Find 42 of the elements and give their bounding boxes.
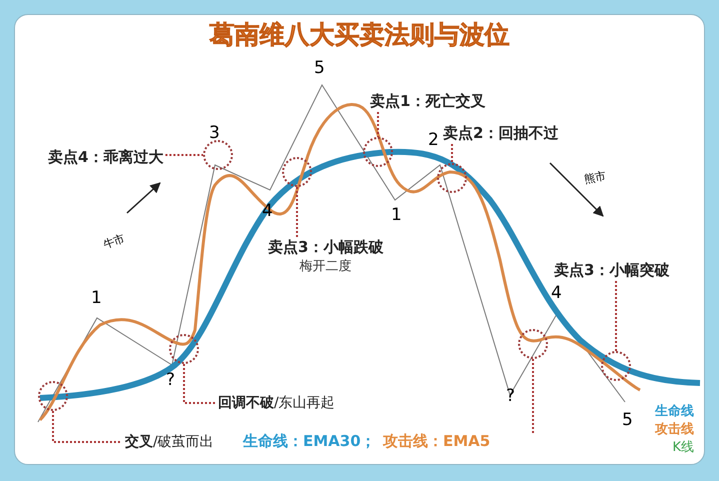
callout-text: 卖点4：乖离过大 — [48, 148, 164, 167]
wave-number: 4 — [551, 283, 562, 303]
dotted-circle — [169, 334, 199, 364]
wave-number: 4 — [262, 201, 273, 221]
callout-text: 卖点1：死亡交叉 — [370, 92, 486, 111]
dotted-circle — [601, 351, 631, 381]
formula-note: 生命线：EMA30； — [243, 432, 376, 451]
wave-number: ? — [166, 370, 176, 390]
leader-line — [52, 411, 122, 443]
wave-number: 1 — [91, 288, 102, 308]
dotted-circle — [518, 329, 548, 359]
callout-text: 回调不破/东山再起 — [218, 394, 335, 412]
dotted-circle — [363, 137, 393, 167]
callout-text: 卖点2：回抽不过 — [443, 124, 558, 143]
dotted-circle — [437, 163, 467, 193]
wave-number: ? — [506, 386, 516, 406]
callout-text: 卖点3：小幅突破 — [554, 261, 670, 280]
dotted-circle — [38, 381, 68, 411]
callout-text: 卖点3：小幅跌破 — [268, 238, 384, 257]
legend-entry: K线 — [672, 439, 694, 456]
formula-note: 攻击线：EMA5 — [383, 432, 490, 451]
leader-line — [296, 187, 298, 237]
leader-line — [532, 359, 534, 434]
trend-label: 熊市 — [582, 168, 608, 187]
title: 葛南维八大买卖法则与波位 — [210, 20, 510, 49]
wave-number: 5 — [622, 410, 633, 430]
leader-line — [377, 112, 379, 137]
trend-label: 牛市 — [101, 230, 127, 252]
dotted-circle — [282, 157, 312, 187]
legend-entry: 攻击线 — [655, 421, 694, 438]
leader-line — [183, 364, 215, 404]
callout-text: 交叉/破茧而出 — [125, 433, 214, 451]
wave-number: 3 — [209, 123, 220, 143]
callout-subtext: 梅开二度 — [298, 258, 353, 275]
legend-entry: 生命线 — [655, 403, 694, 420]
wave-number: 5 — [314, 58, 325, 78]
leader-line — [165, 154, 203, 156]
wave-number: 2 — [428, 130, 439, 150]
dotted-circle — [203, 140, 233, 170]
wave-number: 1 — [391, 205, 402, 225]
leader-line — [451, 144, 453, 163]
leader-line — [615, 281, 617, 351]
